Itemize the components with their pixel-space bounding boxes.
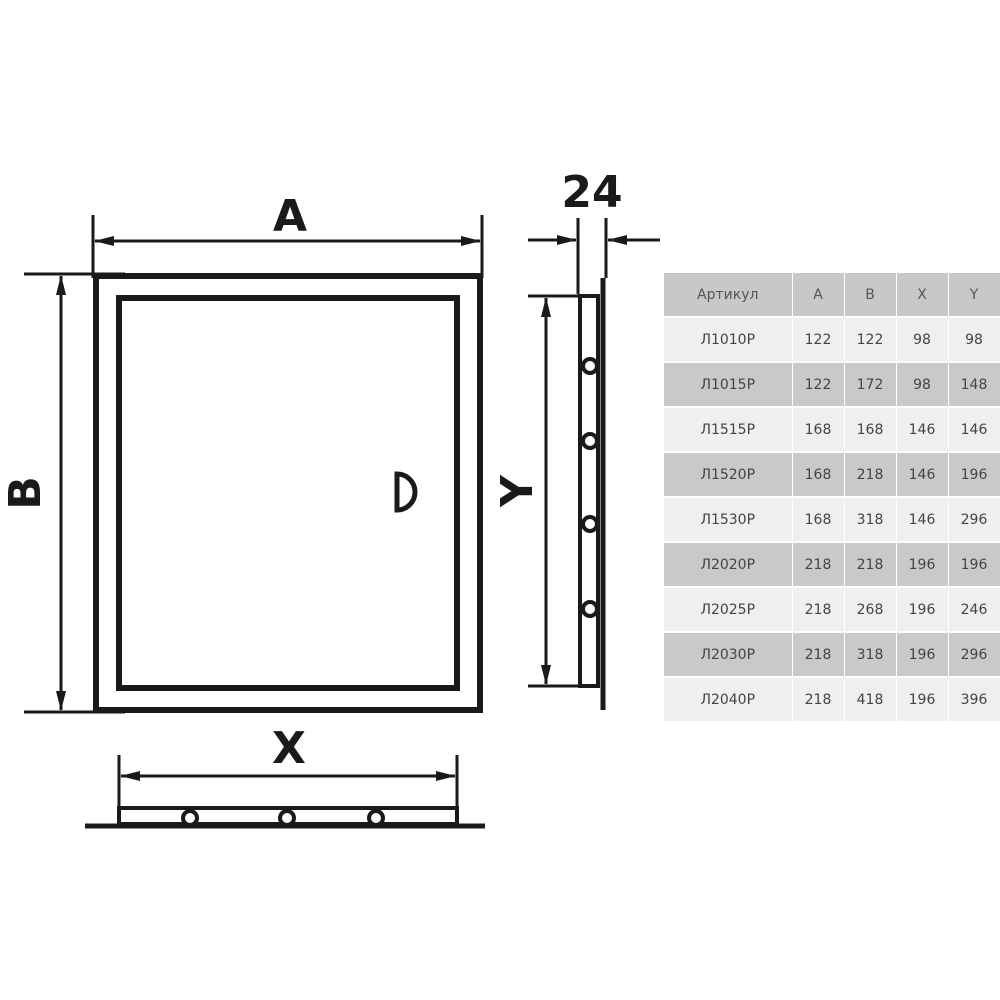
dimension-b (24, 272, 125, 714)
cell-a: 168 (792, 452, 845, 498)
cell-a: 122 (792, 362, 845, 408)
cell-a: 218 (792, 542, 845, 588)
fastener (581, 600, 599, 618)
cell-b: 268 (844, 587, 897, 633)
cell-article: Л2020Р (664, 542, 793, 588)
cell-b: 172 (844, 362, 897, 408)
fastener (581, 432, 599, 450)
dimension-y (528, 294, 582, 688)
label-y: Y (492, 474, 543, 508)
label-a: A (273, 191, 307, 242)
cell-a: 218 (792, 632, 845, 678)
cell-y: 146 (948, 407, 1000, 453)
cell-b: 218 (844, 542, 897, 588)
cell-a: 218 (792, 587, 845, 633)
cell-b: 122 (844, 317, 897, 363)
cell-article: Л1015Р (664, 362, 793, 408)
bottom-section-view (85, 806, 485, 829)
dimension-x (117, 755, 459, 812)
fastener (581, 515, 599, 533)
cell-article: Л1515Р (664, 407, 793, 453)
col-header-b: B (844, 273, 897, 318)
cell-y: 296 (948, 497, 1000, 543)
cell-y: 396 (948, 677, 1000, 723)
cell-x: 146 (896, 497, 949, 543)
cell-a: 122 (792, 317, 845, 363)
fastener (278, 809, 296, 827)
cell-x: 98 (896, 362, 949, 408)
inner-door (116, 295, 460, 691)
cell-a: 168 (792, 407, 845, 453)
col-header-x: X (896, 273, 949, 318)
handle-icon (394, 471, 418, 513)
cell-b: 168 (844, 407, 897, 453)
cell-x: 196 (896, 632, 949, 678)
cell-x: 196 (896, 587, 949, 633)
label-depth: 24 (561, 167, 622, 218)
cell-y: 148 (948, 362, 1000, 408)
cell-y: 246 (948, 587, 1000, 633)
cell-a: 218 (792, 677, 845, 723)
label-x: X (272, 723, 306, 774)
dimension-a (91, 215, 484, 278)
front-view-hatch (93, 273, 483, 713)
col-header-y: Y (948, 273, 1000, 318)
cell-y: 98 (948, 317, 1000, 363)
cell-x: 146 (896, 452, 949, 498)
col-header-a: A (792, 273, 845, 318)
cell-y: 196 (948, 542, 1000, 588)
cell-article: Л2030Р (664, 632, 793, 678)
cell-a: 168 (792, 497, 845, 543)
cell-x: 98 (896, 317, 949, 363)
fastener (367, 809, 385, 827)
cell-article: Л1530Р (664, 497, 793, 543)
cell-b: 318 (844, 632, 897, 678)
dimension-depth (528, 218, 660, 294)
cell-b: 418 (844, 677, 897, 723)
cell-article: Л1010Р (664, 317, 793, 363)
cell-x: 196 (896, 542, 949, 588)
side-section-view (578, 278, 606, 710)
cell-y: 196 (948, 452, 1000, 498)
col-header-article: Артикул (664, 273, 793, 318)
cell-y: 296 (948, 632, 1000, 678)
label-b: B (0, 476, 51, 510)
cell-x: 146 (896, 407, 949, 453)
outer-frame (93, 273, 483, 713)
cell-b: 318 (844, 497, 897, 543)
fastener (581, 357, 599, 375)
table-header-row: Артикул A B X Y (664, 273, 1000, 318)
cell-b: 218 (844, 452, 897, 498)
cell-article: Л2025Р (664, 587, 793, 633)
cell-article: Л2040Р (664, 677, 793, 723)
cell-article: Л1520Р (664, 452, 793, 498)
cell-x: 196 (896, 677, 949, 723)
fastener (181, 809, 199, 827)
